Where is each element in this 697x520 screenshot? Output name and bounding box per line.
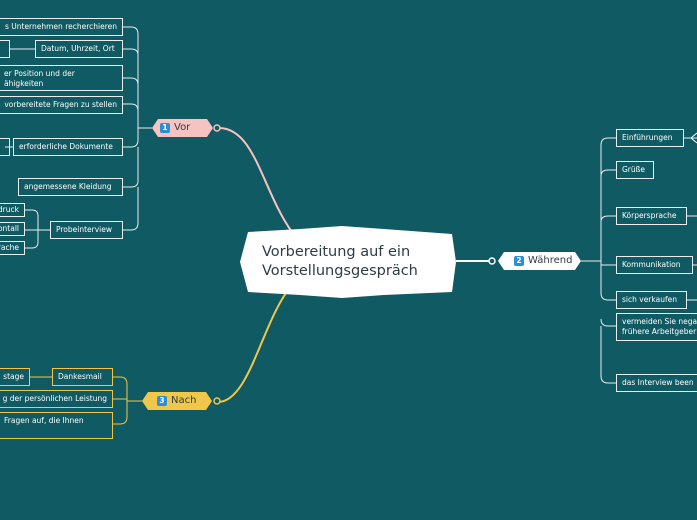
topic-dokumente-sub[interactable] — [0, 138, 10, 156]
topic-label: Dankesmail — [58, 372, 102, 381]
collapse-arrow-icon — [690, 132, 697, 144]
topic-label: g der persönlichen Leistung — [2, 394, 107, 403]
central-node-shape — [240, 226, 456, 298]
vor-children-lines — [5, 26, 152, 249]
topic-probeinterview-sub-2[interactable]: ontall — [0, 222, 25, 236]
topic-label-block: vermeiden Sie nega frühere Arbeitgeber — [622, 317, 697, 337]
branch-vor[interactable]: 1 Vor — [160, 122, 190, 133]
topic-persoenliche-leistung[interactable]: g der persönlichen Leistung — [0, 390, 113, 408]
topic-datum-sub[interactable] — [0, 40, 10, 58]
topic-label: Datum, Uhrzeit, Ort — [41, 44, 115, 53]
topic-fragen-auf[interactable]: Fragen auf, die Ihnen — [0, 412, 113, 439]
branch-nach-label: Nach — [171, 395, 197, 406]
connector-vor — [218, 127, 293, 233]
topic-label: ontall — [0, 224, 19, 233]
topic-label: Fragen auf, die Ihnen — [4, 416, 84, 425]
topic-label: s Unternehmen recherchieren — [4, 22, 117, 31]
topic-probeinterview-sub-1[interactable]: druck — [0, 203, 25, 217]
vor-connector-dot — [213, 124, 221, 132]
topic-label: druck — [0, 205, 19, 214]
topic-label: Kommunikation — [622, 260, 681, 269]
topic-label-line: ähigkeiten — [4, 79, 44, 88]
topic-erforderliche-dokumente[interactable]: erforderliche Dokumente — [13, 138, 123, 156]
number-badge-icon: 3 — [157, 395, 167, 406]
topic-dankesmail-sub[interactable]: stage — [0, 368, 30, 386]
topic-interview-beenden[interactable]: das Interview been — [616, 374, 697, 392]
topic-label: angemessene Kleidung — [24, 182, 112, 191]
topic-gruesse[interactable]: Grüße — [616, 161, 654, 179]
topic-probeinterview[interactable]: Probeinterview — [50, 221, 123, 239]
topic-label: Einführungen — [622, 133, 673, 142]
topic-label: das Interview been — [622, 378, 694, 387]
topic-einfuehrungen[interactable]: Einführungen — [616, 129, 684, 147]
topic-label: Probeinterview — [56, 225, 113, 234]
topic-vermeiden-negatives[interactable]: vermeiden Sie nega frühere Arbeitgeber — [616, 313, 697, 341]
topic-label: vorbereitete Fragen zu stellen — [4, 100, 117, 109]
topic-probeinterview-sub-3[interactable]: rache — [0, 241, 25, 255]
branch-waehrend-label: Während — [528, 255, 573, 266]
topic-label-line: er Position und der — [4, 69, 75, 78]
topic-label: erforderliche Dokumente — [19, 142, 113, 151]
central-title-line-1: Vorbereitung auf ein — [262, 244, 411, 260]
topic-fragen-stellen[interactable]: vorbereitete Fragen zu stellen — [0, 96, 123, 114]
branch-nach[interactable]: 3 Nach — [157, 395, 196, 406]
nach-children-lines — [30, 376, 142, 425]
connector-nach — [217, 284, 293, 403]
topic-label-line: frühere Arbeitgeber — [622, 327, 697, 336]
number-badge-icon: 1 — [160, 122, 170, 133]
topic-label-line: vermeiden Sie nega — [622, 317, 697, 326]
central-topic[interactable]: Vorbereitung auf ein Vorstellungsgespräc… — [240, 228, 458, 298]
topic-label: sich verkaufen — [622, 295, 677, 304]
topic-koerpersprache[interactable]: Körpersprache — [616, 207, 687, 225]
waehrend-children-lines — [581, 137, 697, 384]
nach-connector-dot — [213, 397, 221, 405]
topic-unternehmen-recherchieren[interactable]: s Unternehmen recherchieren — [0, 18, 123, 36]
topic-label-block: er Position und der ähigkeiten — [4, 69, 75, 89]
branch-waehrend[interactable]: 2 Während — [514, 255, 572, 266]
topic-label: Grüße — [622, 165, 645, 174]
number-badge-icon: 2 — [514, 255, 524, 266]
topic-position-faehigkeiten[interactable]: er Position und der ähigkeiten — [0, 65, 123, 91]
topic-sich-verkaufen[interactable]: sich verkaufen — [616, 291, 687, 309]
central-title-line-2: Vorstellungsgespräch — [262, 263, 418, 279]
branch-vor-label: Vor — [174, 122, 191, 133]
topic-datum-uhrzeit-ort[interactable]: Datum, Uhrzeit, Ort — [35, 40, 123, 58]
topic-label: Körpersprache — [622, 211, 677, 220]
topic-angemessene-kleidung[interactable]: angemessene Kleidung — [18, 178, 123, 196]
topic-label: rache — [0, 243, 19, 252]
waehrend-connector-dot — [488, 257, 496, 265]
topic-dankesmail[interactable]: Dankesmail — [52, 368, 113, 386]
topic-label: stage — [3, 372, 24, 381]
topic-kommunikation[interactable]: Kommunikation — [616, 256, 693, 274]
